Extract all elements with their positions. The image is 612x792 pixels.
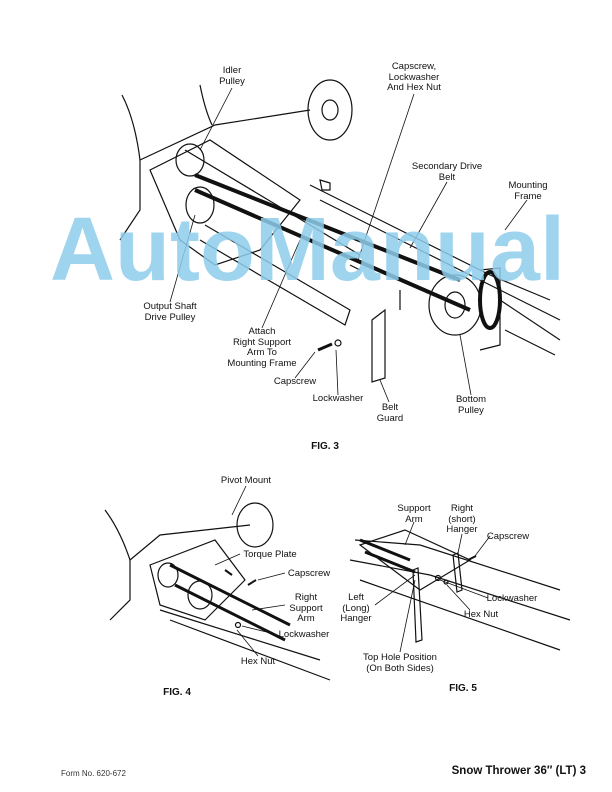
fig4-leader-lines (214, 485, 286, 657)
fig3-leader-lines (169, 87, 528, 403)
label-pivot-mount: Pivot Mount (220, 475, 272, 486)
fig5-leader-lines (374, 521, 491, 653)
label-right-short-hanger: Right(short)Hanger (446, 503, 478, 535)
label-hex-nut-fig5: Hex Nut (463, 609, 499, 620)
fig4-caption: FIG. 4 (163, 687, 191, 698)
label-lockwasher-fig4: Lockwasher (278, 629, 330, 640)
label-lockwasher: Lockwasher (312, 393, 364, 404)
fig3-caption: FIG. 3 (311, 441, 339, 452)
page-title-footer: Snow Thrower 36″ (LT) 3 (451, 765, 586, 777)
form-number: Form No. 620-672 (61, 769, 126, 778)
label-hex-nut-fig4: Hex Nut (240, 656, 276, 667)
label-top-hole-position: Top Hole Position(On Both Sides) (363, 652, 437, 674)
fig5-drawing (349, 529, 571, 651)
label-left-long-hanger: Left(Long)Hanger (340, 592, 372, 624)
label-lockwasher-fig5: Lockwasher (486, 593, 538, 604)
fig5-caption: FIG. 5 (449, 683, 477, 694)
fig4-drawing (104, 502, 331, 681)
fig3-drawing (119, 79, 561, 383)
label-torque-plate: Torque Plate (243, 549, 297, 560)
label-capscrew-fig5: Capscrew (486, 531, 530, 542)
label-capscrew-fig4: Capscrew (287, 568, 331, 579)
label-capscrew: Capscrew (273, 376, 317, 387)
